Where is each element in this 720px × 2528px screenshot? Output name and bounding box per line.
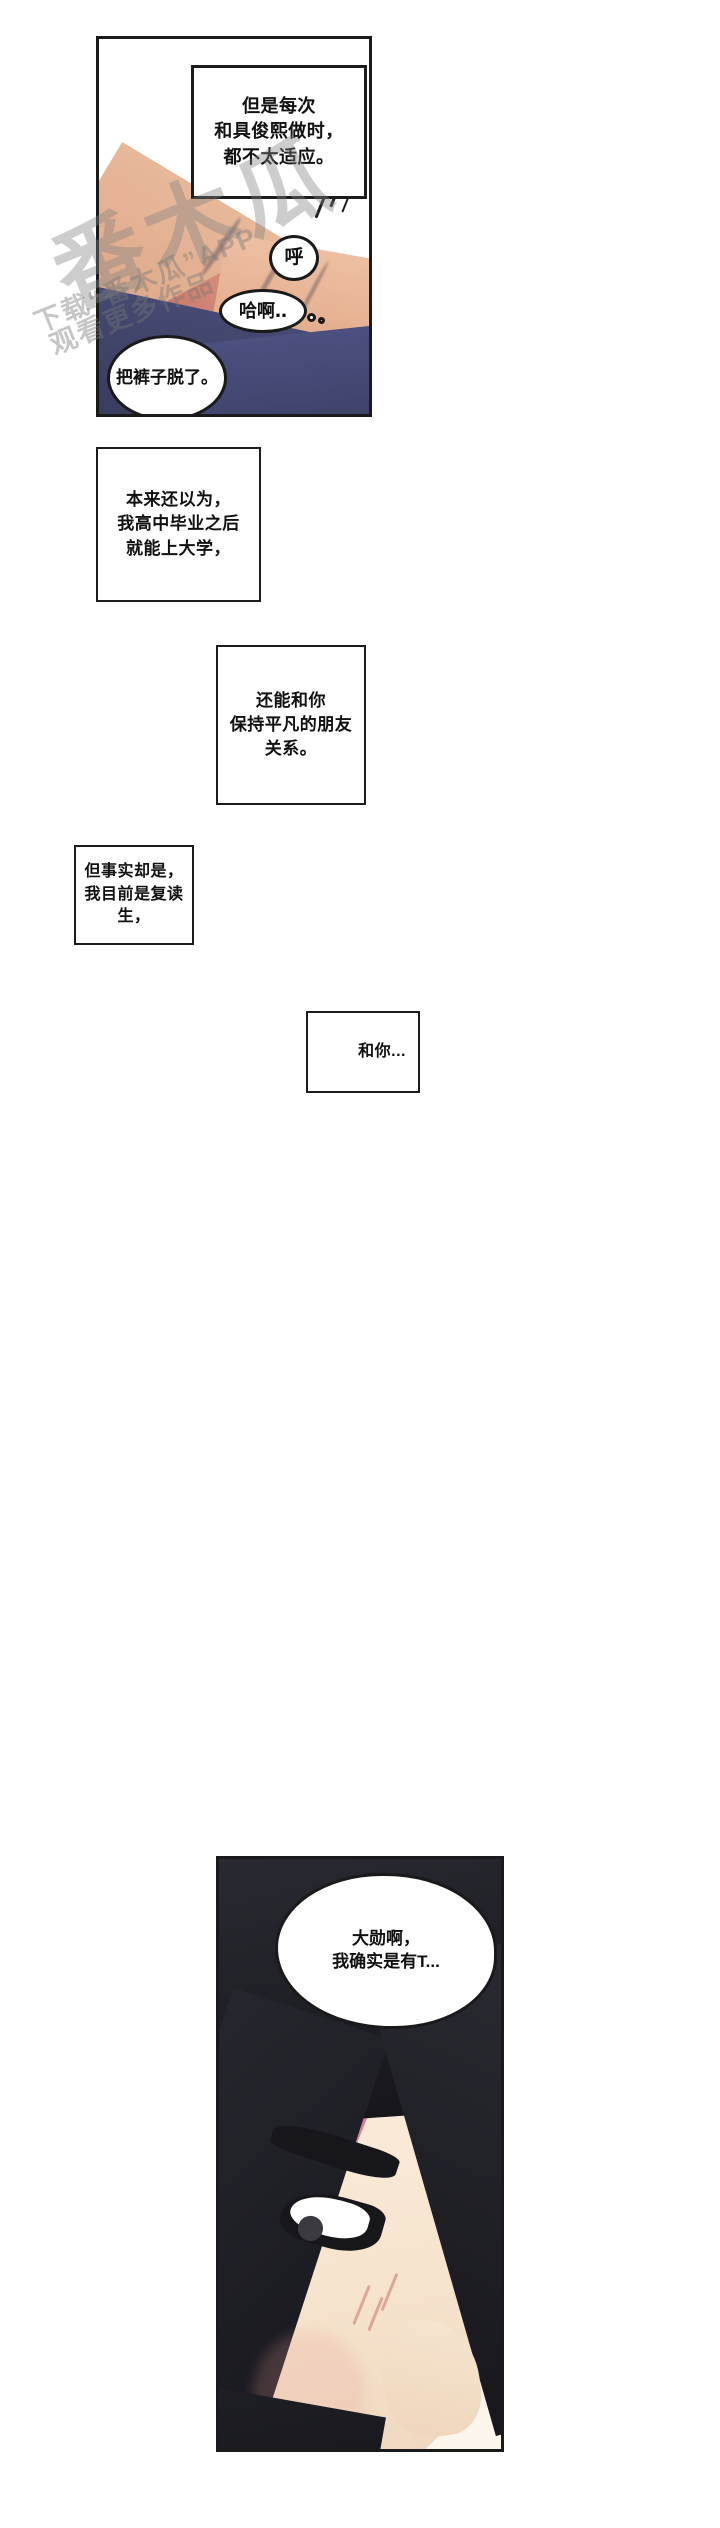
comic-panel-1: 但是每次 和具俊熙做时， 都不太适应。 呼 哈啊‥ 把裤子脱了。	[96, 36, 372, 417]
speech-bubble-haa: 哈啊‥	[219, 289, 307, 333]
bubble-trail-dot	[307, 313, 316, 322]
speech-bubble-daxun: 大勋啊， 我确实是有T...	[275, 1873, 497, 2029]
comic-panel-6: 大勋啊， 我确实是有T...	[216, 1856, 504, 2452]
speech-bubble-hu: 呼	[269, 235, 319, 281]
speech-text-haa: 哈啊‥	[238, 300, 287, 321]
caption-box-1: 但是每次 和具俊熙做时， 都不太适应。	[191, 65, 367, 199]
caption-text-4: 但事实却是， 我目前是复读生，	[84, 862, 184, 926]
caption-text-5: 和你...	[358, 1042, 406, 1060]
caption-box-4: 但事实却是， 我目前是复读生，	[74, 845, 194, 945]
bubble-trail-dot	[318, 317, 325, 324]
caption-box-5: 和你...	[306, 1011, 420, 1093]
caption-text-1: 但是每次 和具俊熙做时， 都不太适应。	[214, 95, 344, 167]
caption-text-3: 还能和你 保持平凡的朋友 关系。	[229, 690, 353, 759]
caption-box-2: 本来还以为， 我高中毕业之后 就能上大学，	[96, 447, 261, 602]
speech-bubble-take-off-pants: 把裤子脱了。	[107, 335, 227, 414]
speech-text-take-off-pants: 把裤子脱了。	[116, 367, 218, 387]
speech-text-daxun: 大勋啊， 我确实是有T...	[332, 1929, 440, 1971]
caption-text-2: 本来还以为， 我高中毕业之后 就能上大学，	[117, 490, 240, 558]
speech-text-hu: 呼	[284, 247, 304, 269]
caption-box-3: 还能和你 保持平凡的朋友 关系。	[216, 645, 366, 805]
